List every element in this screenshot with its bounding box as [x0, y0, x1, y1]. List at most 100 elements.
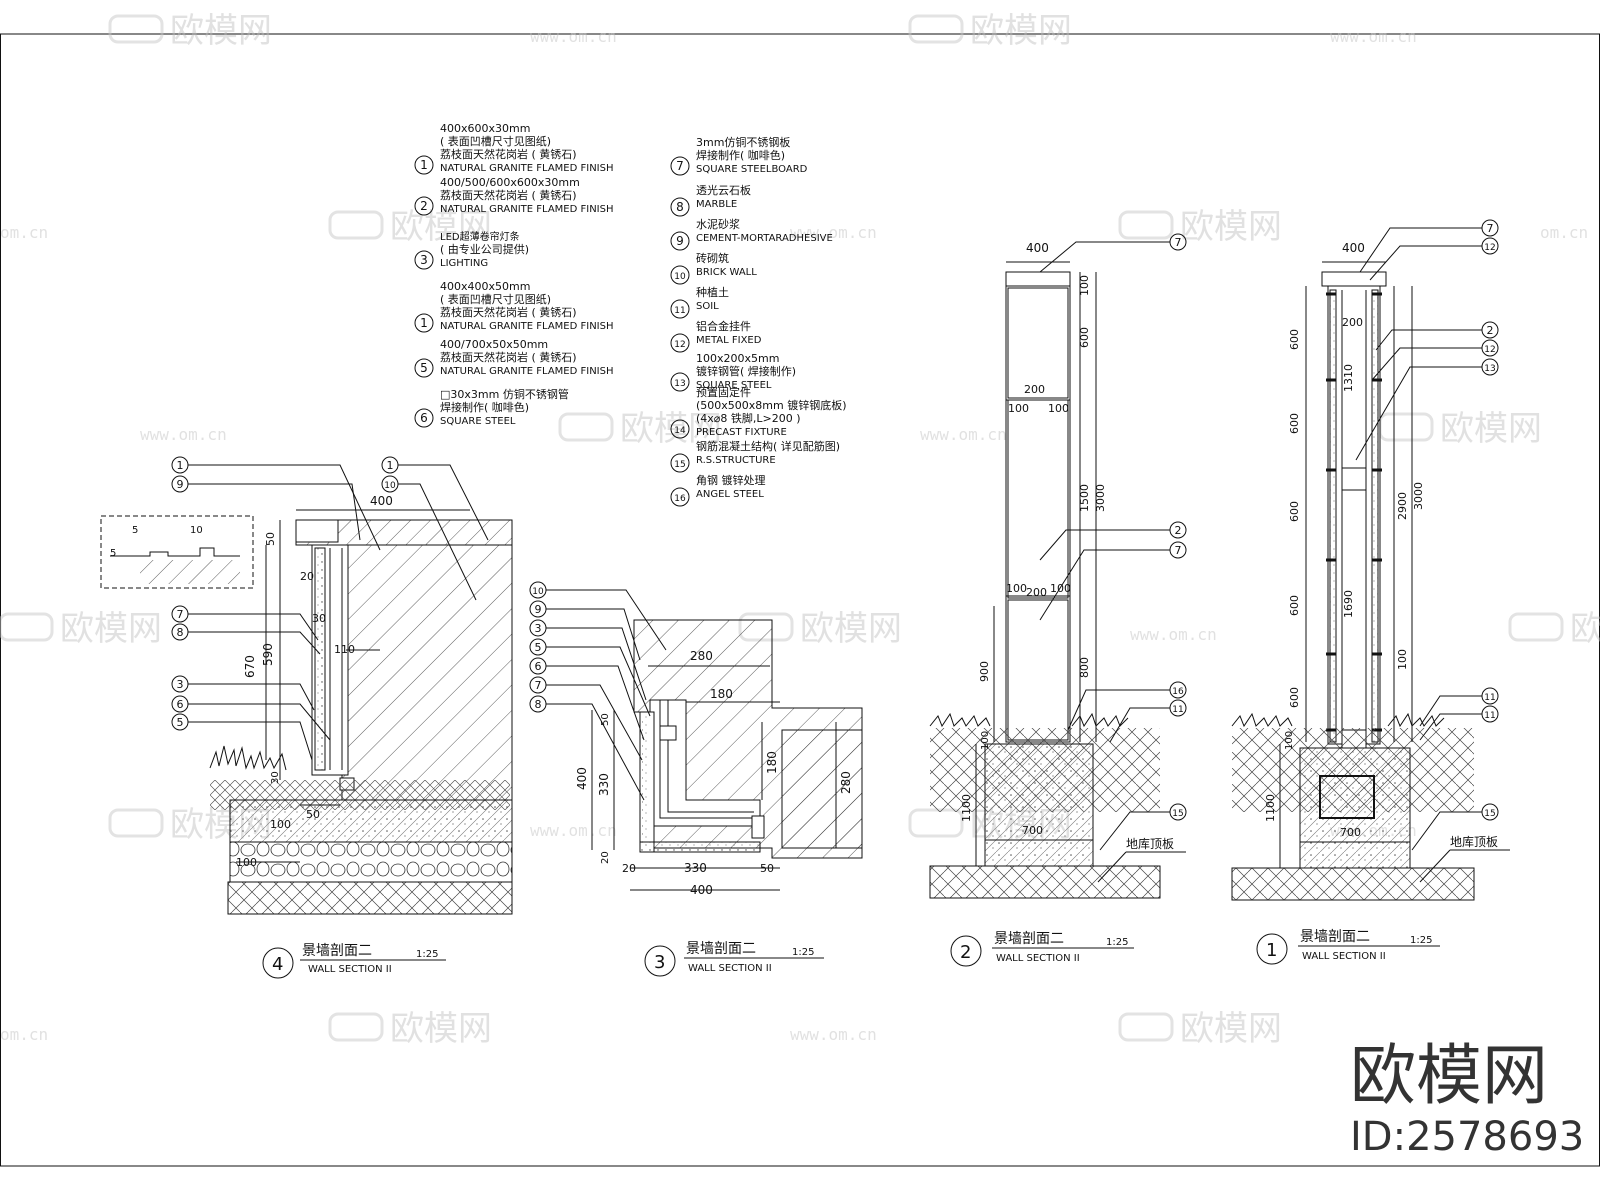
legend-line: METAL FIXED	[696, 335, 762, 346]
s4-dim: 400	[370, 494, 393, 508]
s2-title-scale: 1:25	[1106, 937, 1128, 948]
callout-number: 16	[1172, 687, 1184, 697]
s2-dim: 200	[1026, 586, 1047, 599]
s2-dim: 400	[1026, 241, 1049, 255]
legend-number: 16	[674, 494, 686, 504]
legend-line: 铝合金挂件	[696, 319, 751, 333]
callout-number: 12	[1484, 345, 1495, 355]
watermark-url: www.om.cn	[140, 425, 227, 444]
watermark-logo-icon	[908, 14, 964, 44]
s1-title-sub: WALL SECTION II	[1302, 951, 1386, 962]
watermark-logo-icon	[1118, 1012, 1174, 1042]
legend-line: SQUARE STEELBOARD	[696, 164, 808, 175]
legend-line: SOIL	[696, 301, 719, 312]
legend-line: 焊接制作( 咖啡色)	[696, 148, 785, 162]
callout-number: 9	[535, 603, 542, 616]
watermark-logo-icon	[328, 210, 384, 240]
callout: 3	[171, 675, 315, 711]
legend-line: SQUARE STEEL	[696, 380, 772, 391]
legend-line: 焊接制作( 咖啡色)	[440, 400, 529, 414]
callout: 9	[529, 600, 641, 661]
s2-dim: 1100	[960, 794, 973, 822]
s3-title-sub: WALL SECTION II	[688, 963, 772, 974]
watermark-logo-icon	[0, 612, 54, 642]
callout-number: 2	[1175, 524, 1182, 537]
s1-slab-label: 地库顶板	[1450, 834, 1498, 849]
watermark-logo-icon	[1118, 210, 1174, 240]
s3-dim: 180	[765, 751, 779, 774]
s2-dim: 100	[1050, 582, 1071, 595]
s3-title-text: 景墙剖面二	[686, 941, 756, 957]
legend-number: 1	[420, 316, 428, 330]
legend-line: NATURAL GRANITE FLAMED FINISH	[440, 321, 614, 332]
s4-dim: 50	[306, 808, 320, 821]
s1-dim: 200	[1342, 316, 1363, 329]
callout: 1	[381, 456, 489, 541]
legend-number: 9	[676, 234, 684, 248]
legend-line: 砖砌筑	[696, 251, 729, 265]
legend-number-badge	[670, 197, 690, 217]
s1-dim: 3000	[1412, 482, 1425, 510]
callout: 11	[1419, 687, 1499, 727]
legend-line: 预置固定件	[696, 385, 751, 399]
legend-line: 钢筋混凝土结构( 详见配筋图)	[696, 439, 840, 453]
watermark-logo-icon	[328, 1012, 384, 1042]
s3-dim: 280	[690, 649, 713, 663]
s1-dim: 1100	[1264, 794, 1277, 822]
watermark-brand: 欧模网	[1570, 609, 1600, 649]
callout: 7	[1039, 541, 1187, 621]
legend-line: BRICK WALL	[696, 267, 757, 278]
s4-dim: 30	[312, 612, 326, 625]
callout: 10	[381, 475, 477, 601]
legend-line: 水泥砂浆	[696, 217, 740, 231]
callout: 6	[171, 695, 331, 741]
legend-line: ( 由专业公司提供)	[440, 242, 529, 256]
callout: 12	[1371, 339, 1499, 381]
section-3-title: 3 景墙剖面二 1:25 WALL SECTION II	[644, 941, 824, 977]
watermark-url: www.om.cn	[530, 27, 617, 46]
legend-item: 9 水泥砂浆 CEMENT-MORTARADHESIVE	[670, 217, 833, 251]
s1-title-number: 1	[1266, 940, 1277, 961]
s4-dim: 670	[243, 655, 257, 678]
callout-number: 12	[1484, 243, 1495, 253]
s1-title-scale: 1:25	[1410, 935, 1432, 946]
s4-title-sub: WALL SECTION II	[308, 964, 392, 975]
legend-line: 角钢 镀锌处理	[696, 473, 766, 487]
watermark-brand: 欧模网	[800, 609, 902, 649]
legend-line: LIGHTING	[440, 258, 488, 269]
s1-dim: 400	[1342, 241, 1365, 255]
legend-line: 种植土	[696, 285, 729, 299]
legend-number: 2	[420, 199, 428, 213]
s1-dim: 600	[1288, 687, 1301, 708]
callout-number: 7	[1487, 222, 1494, 235]
callout-number: 7	[1175, 236, 1182, 249]
legend-line: R.S.STRUCTURE	[696, 455, 776, 466]
legend-line: 荔枝面天然花岗岩 ( 黄锈石)	[440, 188, 577, 202]
callout: 13	[1355, 358, 1499, 461]
legend-line: CEMENT-MORTARADHESIVE	[696, 233, 833, 244]
legend-line: ( 表面凹槽尺寸见图纸)	[440, 292, 551, 306]
s2-dim: 100	[1008, 402, 1029, 415]
section-4-title: 4 景墙剖面二 1:25 WALL SECTION II	[262, 943, 446, 979]
callout: 7	[1359, 219, 1499, 273]
legend-number: 5	[420, 361, 428, 375]
watermark-brand: 欧模网	[1180, 1009, 1282, 1049]
section-1-dimensions: 400 200 600 1310 600 600 2900 3000 600 1…	[1264, 241, 1510, 883]
legend-line: ANGEL STEEL	[696, 489, 764, 500]
legend-number: 13	[674, 379, 685, 389]
legend-line: 镀锌钢管( 焊接制作)	[696, 364, 796, 378]
watermark-brand: 欧模网	[970, 11, 1072, 51]
callout: 2	[1039, 521, 1187, 561]
legend-number: 15	[674, 460, 685, 470]
s4-title-scale: 1:25	[416, 949, 438, 960]
s2-dim: 600	[1078, 327, 1091, 348]
s3-dim: 330	[684, 861, 707, 875]
watermark-logo-icon	[1508, 612, 1564, 642]
section-4-dimensions: 400 670 590 50 20 30 110 50 100 100 30 5…	[110, 494, 393, 869]
legend-line: (4x⌀8 铁脚,L>200 )	[696, 411, 801, 425]
section-1-title: 1 景墙剖面二 1:25 WALL SECTION II	[1256, 929, 1440, 965]
legend-number-badge	[414, 408, 434, 428]
